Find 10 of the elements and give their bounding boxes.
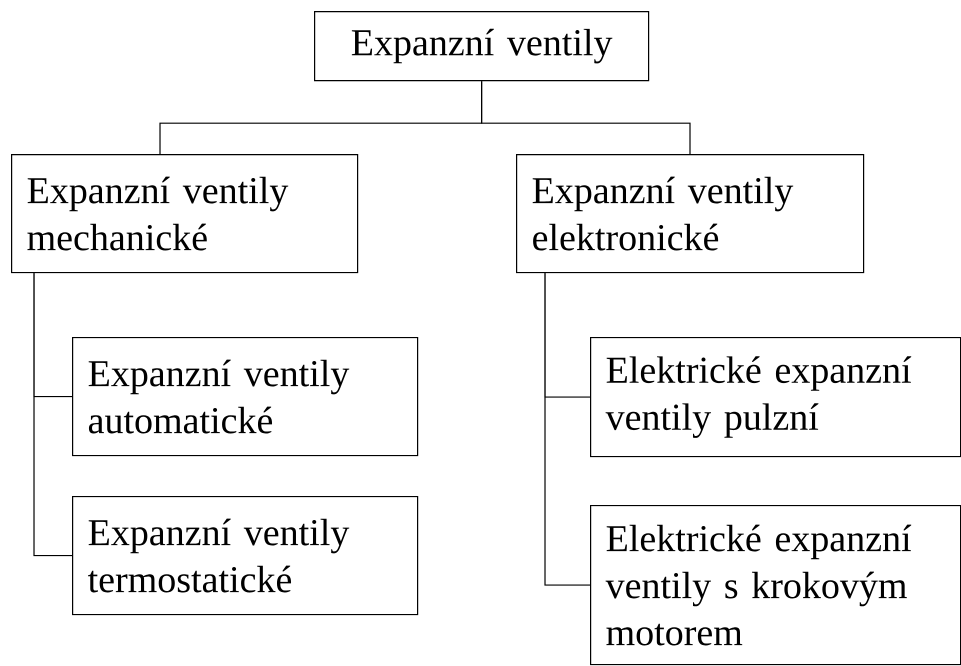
category-box: Expanzní ventily mechanické	[11, 154, 358, 274]
connector-line	[544, 273, 590, 586]
category-box: Elektrické expanzní ventily s krokovým motorem	[590, 504, 961, 666]
category-box: Expanzní ventily elektronické	[516, 154, 864, 274]
connector-line	[33, 273, 72, 556]
category-box: Elektrické expanzní ventily pulzní	[590, 336, 961, 458]
category-box: Expanzní ventily termostatické	[72, 496, 418, 616]
category-box: Expanzní ventily automatické	[72, 336, 418, 456]
category-box: Expanzní ventily	[314, 11, 650, 82]
connector-line	[481, 81, 691, 154]
